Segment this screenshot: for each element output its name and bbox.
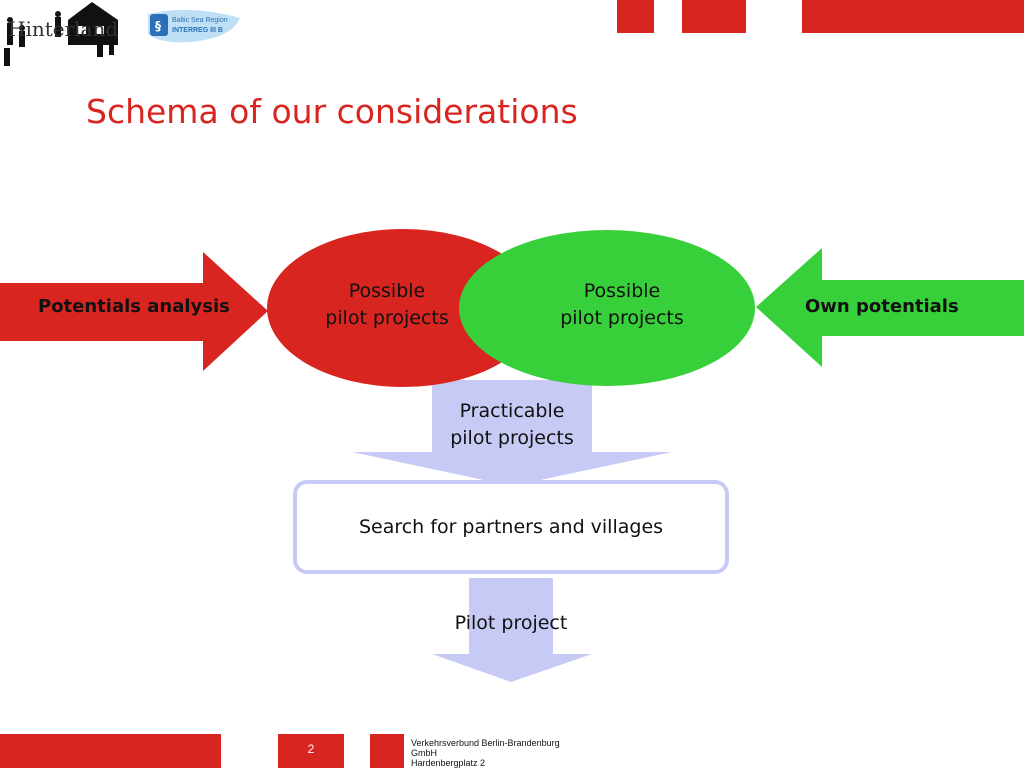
search-partners-label: Search for partners and villages xyxy=(358,516,664,538)
svg-text:Hinterland: Hinterland xyxy=(8,17,118,41)
own-potentials-label: Own potentials xyxy=(805,296,959,317)
top-red-block-1 xyxy=(617,0,654,33)
search-partners-box: Search for partners and villages xyxy=(293,480,729,574)
footer-org-line3: Hardenbergplatz 2 xyxy=(411,758,486,768)
red-ellipse xyxy=(267,229,539,387)
logo-area: Hinterland § Baltic Sea Region INTERREG … xyxy=(0,0,250,72)
own-potentials-arrow xyxy=(756,248,1024,367)
pilot-project-label: Pilot project xyxy=(454,612,568,634)
green-ellipse-label: Possible pilot projects xyxy=(542,278,702,332)
potentials-analysis-arrow xyxy=(0,252,268,371)
red-ellipse-label: Possible pilot projects xyxy=(307,278,467,332)
footer-red-square xyxy=(370,734,404,768)
footer-red-bar xyxy=(0,734,221,768)
practicable-label-line2: pilot projects xyxy=(450,427,574,449)
footer-org-line2: GmbH xyxy=(411,748,438,758)
svg-text:§: § xyxy=(155,19,161,33)
pilot-project-down-arrow xyxy=(432,578,592,682)
potentials-analysis-label: Potentials analysis xyxy=(38,296,230,317)
green-ellipse-label-line1: Possible xyxy=(583,280,661,302)
practicable-label: Practicable pilot projects xyxy=(412,398,612,452)
footer-organization: Verkehrsverbund Berlin-Brandenburg GmbH … xyxy=(411,738,560,768)
footer-org-line1: Verkehrsverbund Berlin-Brandenburg xyxy=(411,738,560,748)
page-title: Schema of our considerations xyxy=(86,92,578,131)
svg-text:INTERREG III B: INTERREG III B xyxy=(172,27,223,34)
page-number: 2 xyxy=(278,734,344,768)
practicable-down-arrow xyxy=(352,380,672,486)
top-red-block-3 xyxy=(802,0,1024,33)
top-red-block-2 xyxy=(682,0,746,33)
red-ellipse-label-line1: Possible xyxy=(348,280,426,302)
practicable-label-line1: Practicable xyxy=(459,400,565,422)
svg-text:Baltic Sea Region: Baltic Sea Region xyxy=(172,17,228,24)
red-ellipse-label-line2: pilot projects xyxy=(325,307,449,329)
green-ellipse-label-line2: pilot projects xyxy=(560,307,684,329)
hinterland-logo: Hinterland § Baltic Sea Region INTERREG … xyxy=(4,2,240,66)
green-ellipse xyxy=(459,230,755,386)
